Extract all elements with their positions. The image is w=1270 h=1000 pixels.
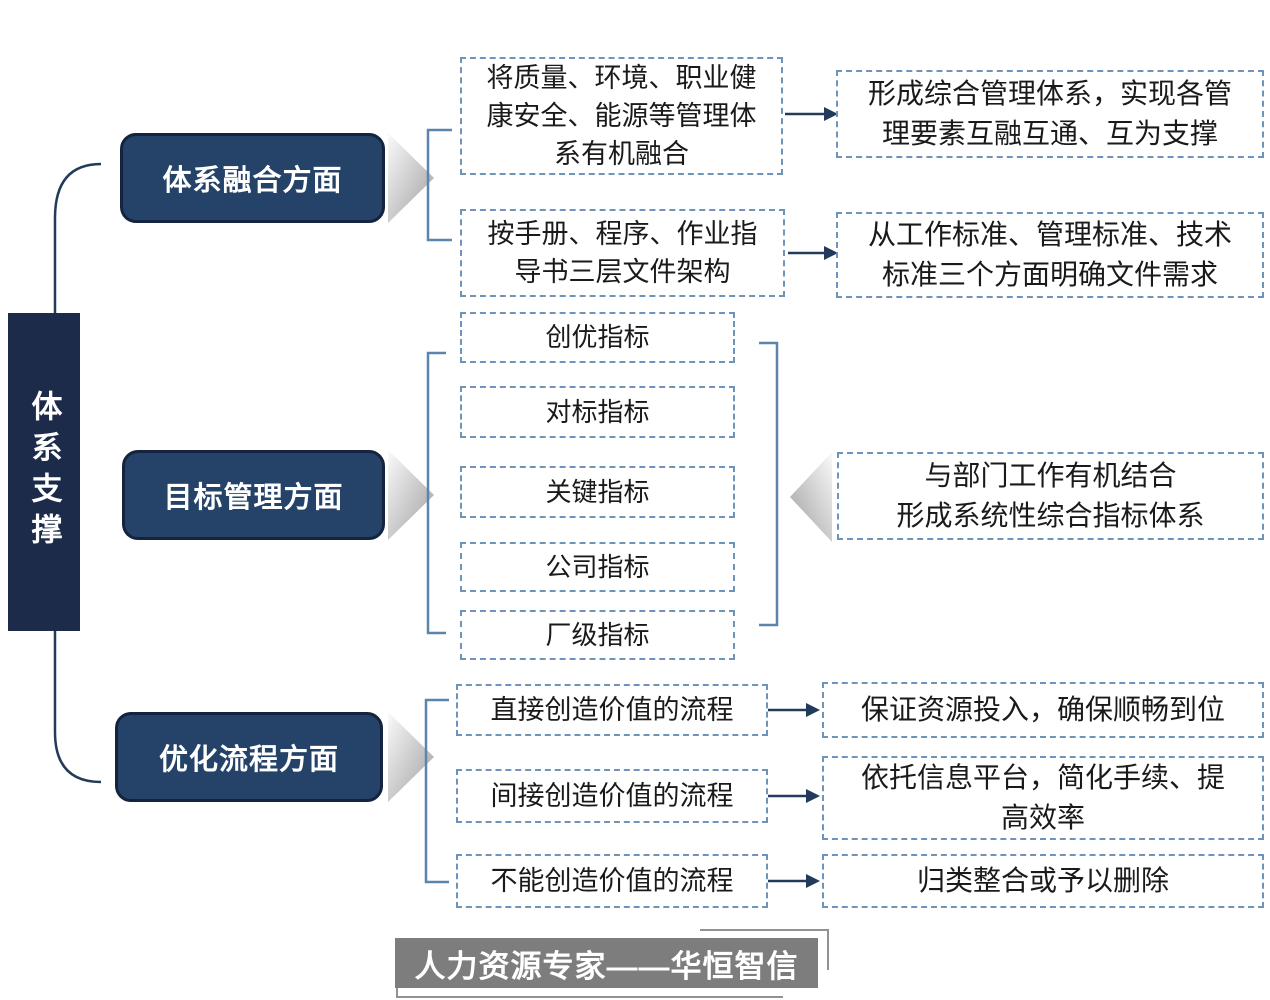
process-result-1-text: 保证资源投入，确保顺畅到位	[860, 694, 1225, 726]
root-curve-top-connector	[53, 162, 102, 313]
integration-result-2-text: 从工作标准、管理标准、技术标准三个方面明确文件需求	[868, 219, 1233, 290]
indicator-box-2: 对标指标	[460, 386, 735, 438]
indicator-label: 对标指标	[545, 396, 650, 427]
process-item-1-text: 直接创造价值的流程	[490, 694, 734, 725]
process-result-3: 归类整合或予以删除	[822, 854, 1264, 908]
process-result-2-text: 依托信息平台，简化手续、提高效率	[860, 762, 1225, 833]
chevron-right-icon	[388, 133, 434, 223]
integration-item-1: 将质量、环境、职业健康安全、能源等管理体系有机融合	[460, 57, 783, 175]
process-result-3-text: 归类整合或予以删除	[916, 865, 1169, 897]
bracket-indicators-left	[426, 351, 446, 635]
indicator-label: 关键指标	[545, 476, 650, 507]
goal-result-text: 与部门工作有机结合 形成系统性综合指标体系	[896, 460, 1205, 531]
arrow-integration-1	[785, 107, 838, 121]
process-item-2-text: 间接创造价值的流程	[490, 780, 734, 811]
root-curve-bottom-connector	[53, 631, 102, 784]
category-box-goal-management: 目标管理方面	[122, 450, 385, 540]
footer-frame-top-right	[700, 929, 829, 970]
arrow-process-2	[768, 789, 820, 803]
integration-item-2: 按手册、程序、作业指导书三层文件架构	[460, 209, 785, 297]
indicator-box-3: 关键指标	[460, 466, 735, 518]
indicator-label: 公司指标	[545, 551, 650, 582]
indicator-box-4: 公司指标	[460, 542, 735, 592]
integration-item-1-text: 将质量、环境、职业健康安全、能源等管理体系有机融合	[486, 62, 757, 170]
footer-text: 人力资源专家——华恒智信	[414, 948, 799, 984]
indicator-label: 创优指标	[545, 322, 650, 353]
category-label: 优化流程方面	[158, 744, 339, 776]
integration-result-2: 从工作标准、管理标准、技术标准三个方面明确文件需求	[836, 212, 1264, 298]
bracket-indicators-right	[759, 341, 779, 627]
integration-result-1-text: 形成综合管理体系，实现各管理要素互融互通、互为支撑	[868, 78, 1233, 149]
arrow-process-3	[768, 874, 820, 888]
bracket-process	[424, 698, 449, 884]
arrow-process-1	[768, 703, 820, 717]
root-label: 体系支撑	[26, 390, 62, 554]
root-box: 体系支撑	[8, 313, 80, 631]
process-item-1: 直接创造价值的流程	[456, 684, 768, 736]
process-item-3-text: 不能创造价值的流程	[490, 865, 734, 896]
category-label: 目标管理方面	[163, 482, 344, 514]
chevron-right-icon	[388, 450, 434, 540]
process-item-3: 不能创造价值的流程	[456, 854, 768, 908]
category-box-process-optimization: 优化流程方面	[115, 712, 383, 802]
chevron-left-icon	[790, 452, 832, 542]
integration-item-2-text: 按手册、程序、作业指导书三层文件架构	[487, 218, 758, 287]
process-result-2: 依托信息平台，简化手续、提高效率	[822, 756, 1264, 840]
goal-result-box: 与部门工作有机结合 形成系统性综合指标体系	[837, 452, 1264, 540]
indicator-box-1: 创优指标	[460, 312, 735, 363]
chevron-right-icon	[388, 712, 434, 802]
indicator-box-5: 厂级指标	[460, 610, 735, 660]
process-item-2: 间接创造价值的流程	[456, 769, 768, 823]
arrow-integration-2	[788, 246, 838, 260]
integration-result-1: 形成综合管理体系，实现各管理要素互融互通、互为支撑	[836, 70, 1264, 158]
bracket-integration	[426, 128, 452, 242]
category-box-system-integration: 体系融合方面	[120, 133, 385, 223]
category-label: 体系融合方面	[162, 165, 343, 197]
process-result-1: 保证资源投入，确保顺畅到位	[822, 682, 1264, 738]
footer-banner: 人力资源专家——华恒智信	[395, 938, 818, 988]
indicator-label: 厂级指标	[545, 619, 650, 650]
